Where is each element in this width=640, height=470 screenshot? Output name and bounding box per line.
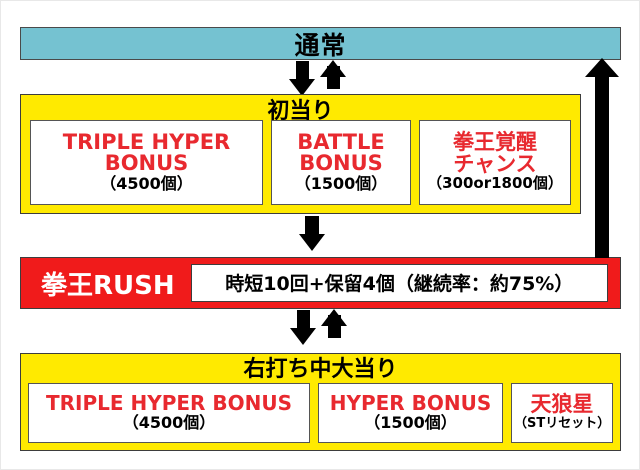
bonus-name: 拳王覚醒 チャンス (453, 130, 537, 176)
bonus-name: TRIPLE HYPER BONUS (62, 129, 231, 176)
first-hit-header: 初当り (267, 99, 334, 124)
right-hit-header: 右打ち中大当り (243, 357, 398, 382)
normal-state-bar: 通常 (20, 27, 621, 60)
normal-state-label: 通常 (294, 30, 347, 60)
bonus-payout: （4500個） (122, 412, 216, 432)
bonus-payout: （1500個） (294, 173, 388, 193)
rush-label: 拳王RUSH (41, 270, 175, 301)
bonus-name: 天狼星 (530, 392, 594, 417)
bonus-payout: （300or1800個） (427, 174, 563, 193)
bonus-payout: （STリセット） (514, 415, 611, 431)
right-hit-card-tenrousei: 天狼星 （STリセット） (511, 383, 613, 443)
first-hit-card-kenou-kakusei-chance: 拳王覚醒 チャンス （300or1800個） (419, 120, 571, 205)
first-hit-card-battle-bonus: BATTLE BONUS （1500個） (271, 120, 411, 205)
right-hit-card-list: TRIPLE HYPER BONUS （4500個） HYPER BONUS （… (28, 383, 613, 443)
right-hit-card-triple-hyper-bonus: TRIPLE HYPER BONUS （4500個） (28, 383, 310, 443)
right-hit-card-hyper-bonus: HYPER BONUS （1500個） (318, 383, 503, 443)
first-hit-card-triple-hyper-bonus: TRIPLE HYPER BONUS （4500個） (30, 120, 263, 205)
bonus-payout: （4500個） (100, 173, 193, 193)
bonus-name: BATTLE BONUS (297, 129, 385, 176)
rush-detail: 時短10回+保留4個（継続率：約75%） (190, 264, 608, 302)
bonus-name: HYPER BONUS (329, 391, 492, 416)
first-hit-card-list: TRIPLE HYPER BONUS （4500個） BATTLE BONUS … (30, 120, 571, 205)
bonus-payout: （1500個） (364, 412, 457, 432)
bonus-name: TRIPLE HYPER BONUS (45, 391, 293, 416)
rush-bar: 拳王RUSH 時短10回+保留4個（継続率：約75%） (20, 257, 621, 309)
